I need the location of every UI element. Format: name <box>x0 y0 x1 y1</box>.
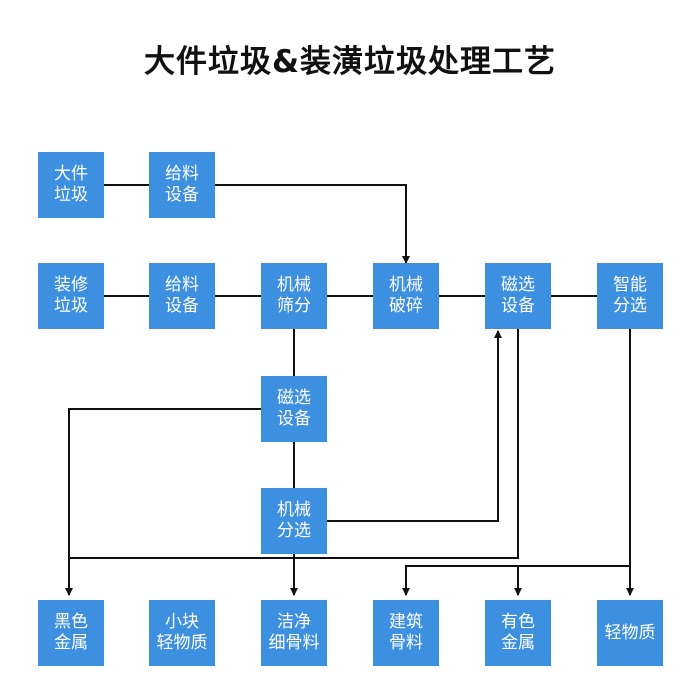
arrow-mechsorting-to-magnetic1 <box>327 330 502 522</box>
node-mech-crushing: 机械 破碎 <box>373 263 439 329</box>
node-mech-screening: 机械 筛分 <box>261 263 327 329</box>
node-mech-sorting: 机械 分选 <box>261 488 327 554</box>
node-renovation-waste: 装修 垃圾 <box>38 263 104 329</box>
node-light-material: 轻物质 <box>597 600 663 666</box>
arrow-to-building-aggregate <box>402 565 630 596</box>
node-magnetic-sep-2: 磁选 设备 <box>261 376 327 442</box>
arrow-feeder-to-crushing <box>215 184 410 264</box>
node-magnetic-sep-1: 磁选 设备 <box>485 263 551 329</box>
node-clean-fine-aggregate: 洁净 细骨料 <box>261 600 327 666</box>
node-smart-sorting: 智能 分选 <box>597 263 663 329</box>
node-feeder-1: 给料 设备 <box>149 152 215 218</box>
arrow-magnetic2-to-black-metal <box>65 408 261 596</box>
node-black-metal: 黑色 金属 <box>38 600 104 666</box>
node-nonferrous-metal: 有色 金属 <box>485 600 551 666</box>
diagram-title: 大件垃圾&装潢垃圾处理工艺 <box>143 44 557 80</box>
line-magnetic1-to-black-metal <box>69 329 519 559</box>
node-bulky-waste: 大件 垃圾 <box>38 152 104 218</box>
node-feeder-2: 给料 设备 <box>149 263 215 329</box>
node-small-light: 小块 轻物质 <box>149 600 215 666</box>
node-building-aggregate: 建筑 骨料 <box>373 600 439 666</box>
